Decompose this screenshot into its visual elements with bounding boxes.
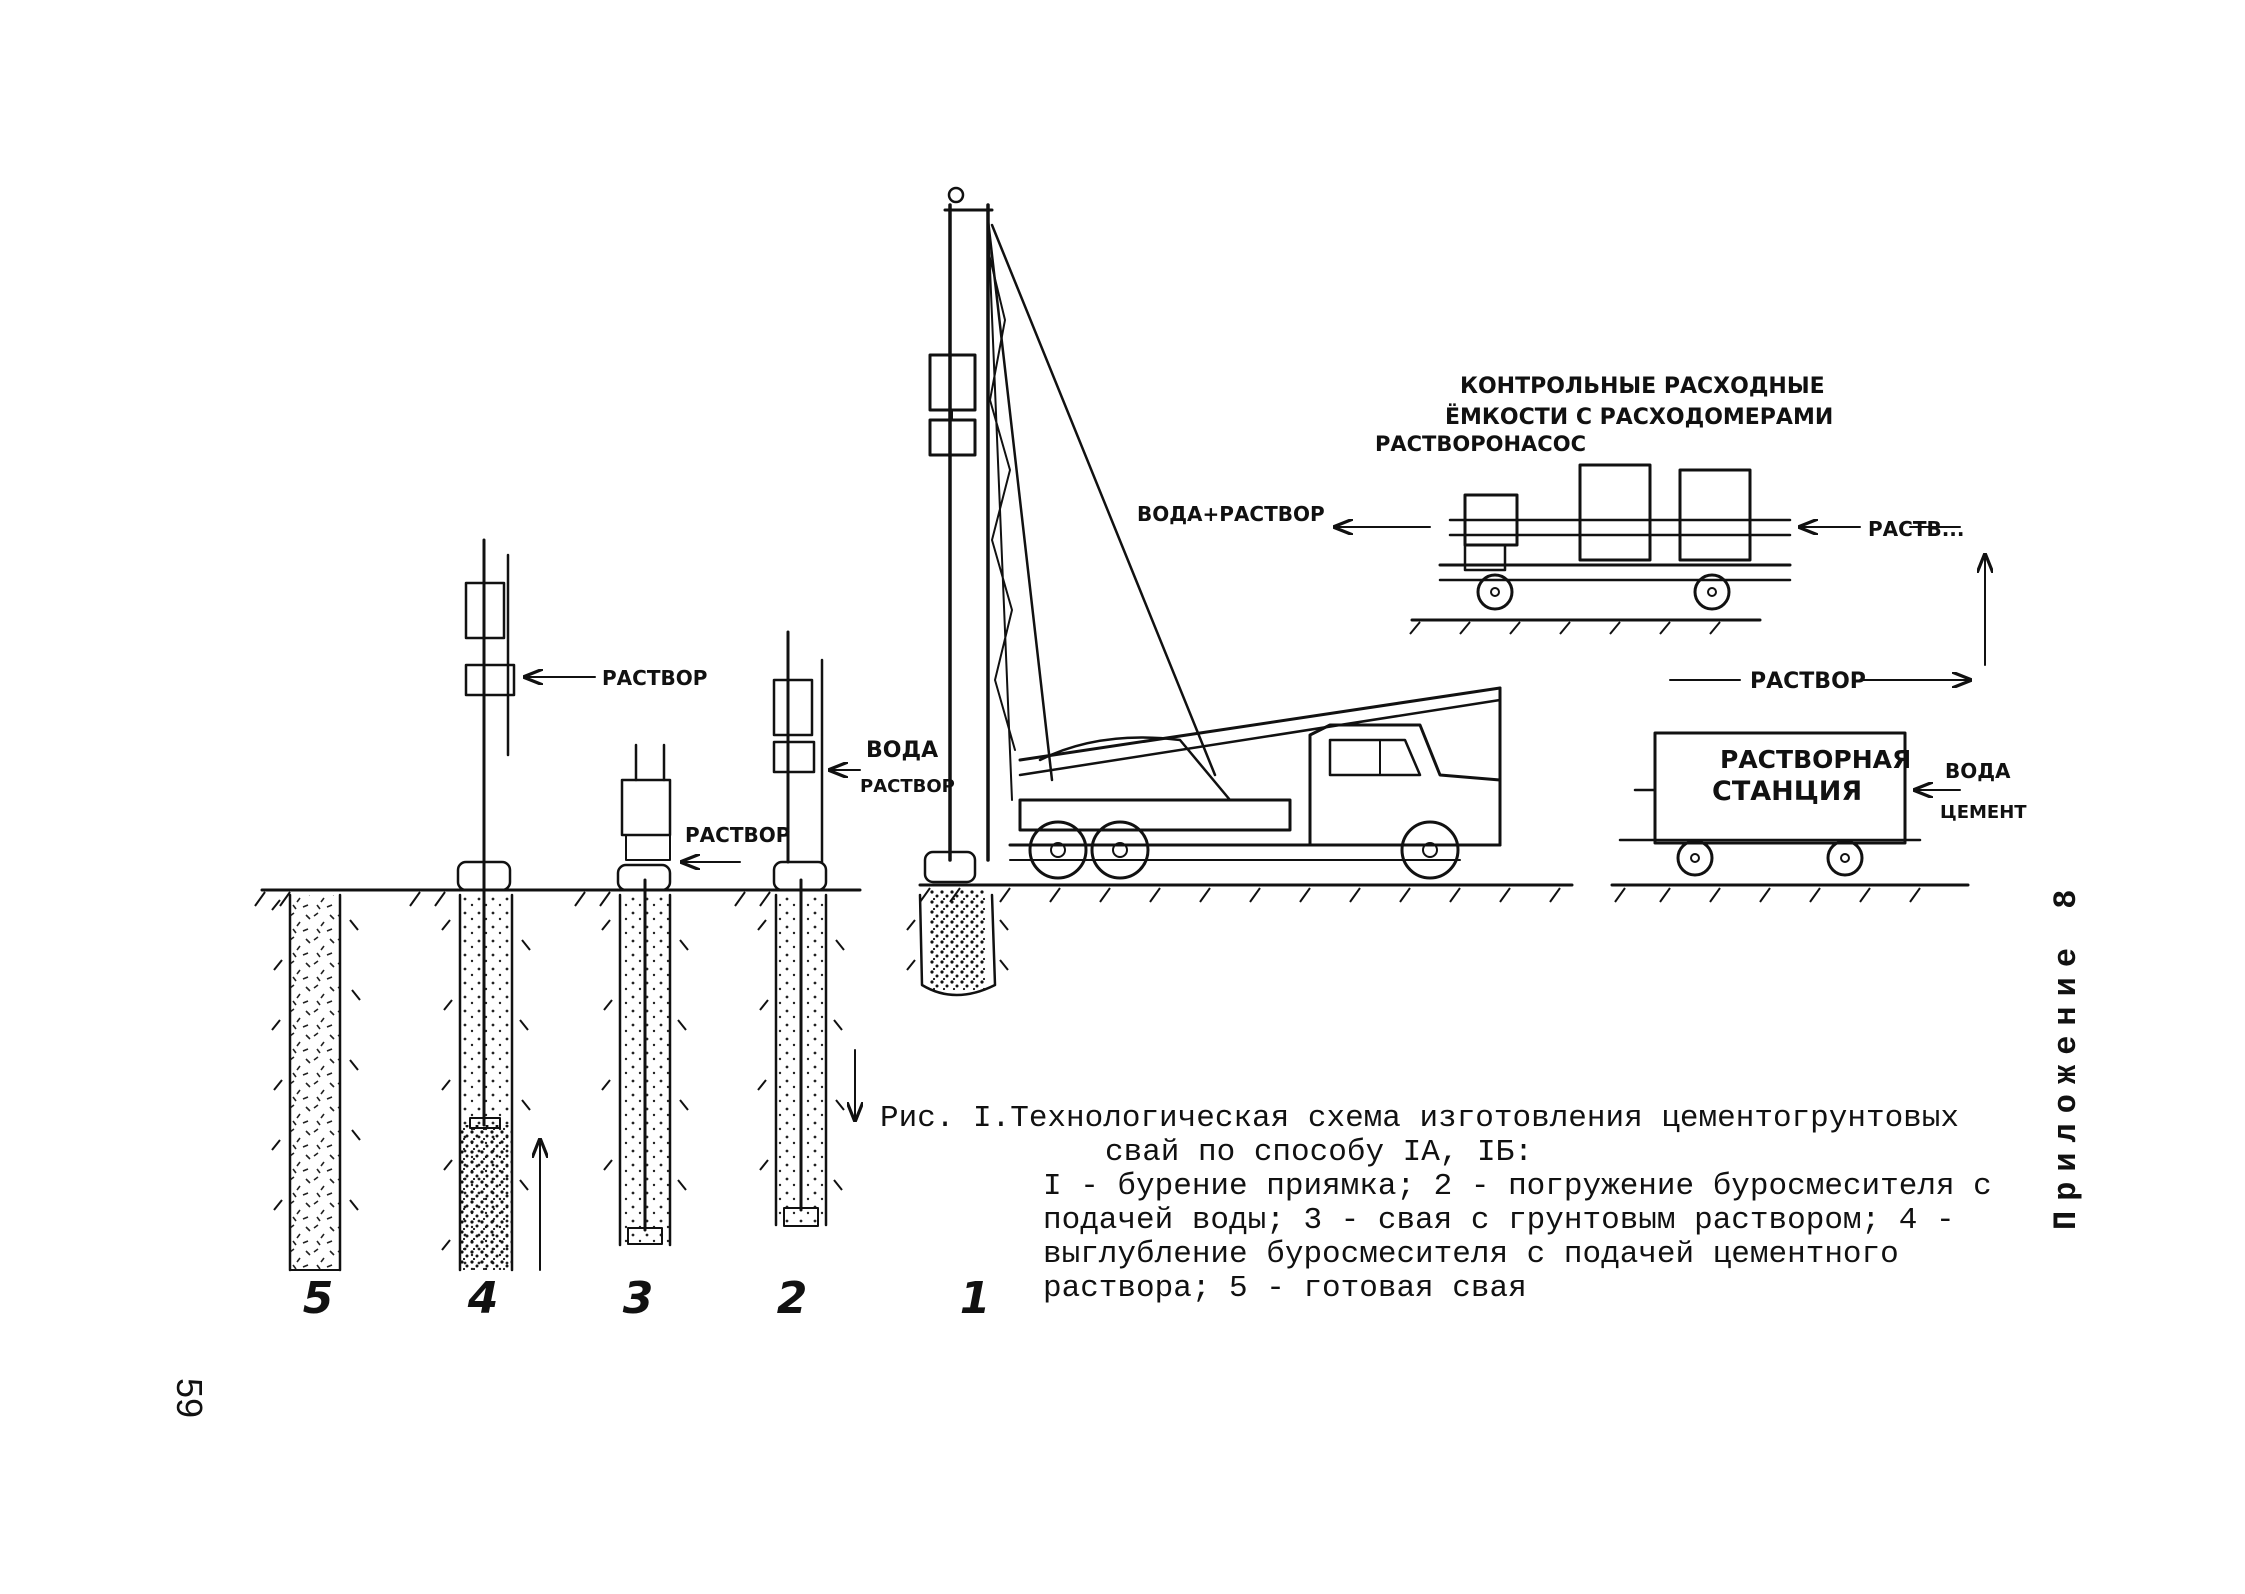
- label-pile4-mortar: РАСТВОР: [602, 666, 707, 690]
- pile-4-withdrawal: [441, 538, 596, 1272]
- caption-title-line1: Рис. I.Технологическая схема изготовлени…: [880, 1101, 1959, 1136]
- label-control-tanks-1: КОНТРОЛЬНЫЕ РАСХОДНЫЕ: [1460, 374, 1825, 399]
- control-tanks-trailer: [1335, 463, 1961, 611]
- label-mortar-right: РАСТВ...: [1868, 517, 1965, 541]
- label-water-in: ВОДА: [1945, 759, 2011, 783]
- label-pile3-mortar: РАСТВОР: [685, 823, 790, 847]
- ground-lines: [260, 618, 1970, 892]
- pile-3-grout: [601, 743, 741, 1247]
- label-mortar-middle: РАСТВОР: [1750, 669, 1866, 694]
- label-pile2-water: ВОДА: [866, 738, 938, 763]
- pile-1-pit: [906, 890, 1009, 997]
- label-water-plus-mortar: ВОДА+РАСТВОР: [1137, 502, 1325, 526]
- label-mortar-station-1: РАСТВОРНАЯ: [1720, 745, 1911, 774]
- pile-number-1: 1: [960, 1273, 991, 1324]
- label-pile2-mortar: РАСТВОР: [860, 776, 955, 797]
- pile-number-4: 4: [467, 1273, 499, 1324]
- figure-caption: Рис. I.Технологическая схема изготовлени…: [880, 1102, 2000, 1306]
- mortar-return-arrows: [1669, 555, 1985, 680]
- pile-number-5: 5: [303, 1273, 334, 1324]
- pile-5-finished: [271, 893, 361, 1272]
- label-mortar-station-2: СТАНЦИЯ: [1712, 776, 1862, 807]
- caption-legend: I - бурение приямка; 2 - погружение буро…: [1043, 1169, 1992, 1306]
- page-number: 59: [169, 1378, 210, 1419]
- pile-2-immersion: [757, 630, 860, 1227]
- label-cement-in: ЦЕМЕНТ: [1940, 802, 2027, 823]
- ground-hatching: [254, 621, 1921, 907]
- caption-title-line2: свай по способу IА, IБ:: [1105, 1135, 1533, 1170]
- label-mortar-pump: РАСТВОРОНАСОС: [1375, 432, 1586, 456]
- pile-numbers: 5 4 3 2 1: [303, 1273, 991, 1324]
- label-control-tanks-2: ЁМКОСТИ С РАСХОДОМЕРАМИ: [1445, 404, 1833, 430]
- mortar-station: [1618, 731, 1961, 877]
- drilling-rig: [923, 186, 1502, 884]
- pile-number-2: 2: [777, 1273, 808, 1324]
- appendix-side-label: Приложение 8: [2048, 880, 2085, 1231]
- pile-number-3: 3: [623, 1273, 654, 1324]
- diagram-labels: КОНТРОЛЬНЫЕ РАСХОДНЫЕ ЁМКОСТИ С РАСХОДОМ…: [602, 374, 2027, 847]
